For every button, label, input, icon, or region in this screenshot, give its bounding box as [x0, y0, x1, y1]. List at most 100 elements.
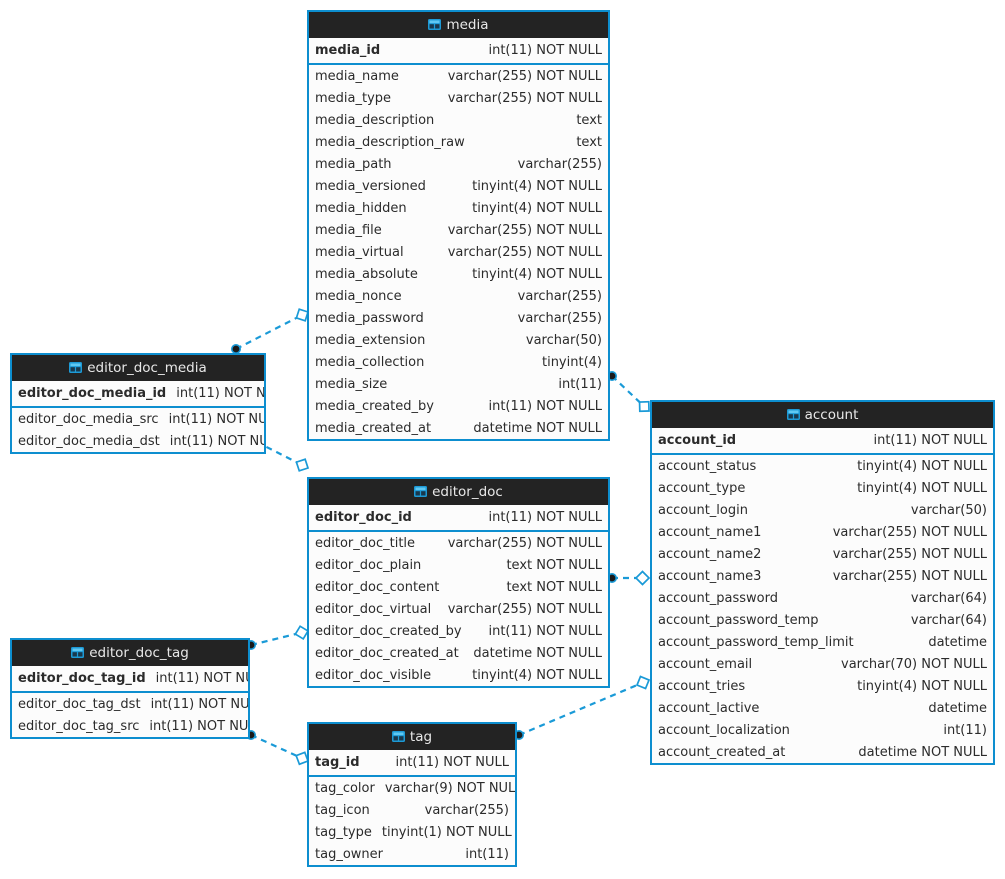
column-row[interactable]: tag_owner int(11) [309, 843, 515, 865]
table-name: editor_doc_tag [89, 645, 189, 661]
column-name: account_password [658, 590, 779, 606]
column-name: editor_doc_media_src [18, 411, 159, 427]
column-type: int(11) NOT NULL [149, 718, 249, 734]
table-icon [391, 731, 405, 742]
column-type: int(11) NOT NULL [176, 386, 266, 401]
table-name: account [804, 407, 859, 423]
column-name: account_login [658, 502, 748, 518]
column-type: varchar(255) NOT NULL [447, 222, 602, 238]
relationship-rel-media-account[interactable] [606, 370, 650, 413]
column-name: account_name2 [658, 546, 762, 562]
column-name: account_lactive [658, 700, 760, 716]
column-type: datetime NOT NULL [858, 744, 987, 760]
relationship-endpoint-diamond [634, 570, 651, 586]
relationship-rel-editor_doc-account[interactable] [606, 570, 651, 586]
table-header-account[interactable]: account [652, 402, 993, 428]
column-name: editor_doc_created_at [315, 645, 459, 661]
column-name: tag_id [315, 755, 360, 770]
relationship-rel-editor_doc_tag-tag[interactable] [246, 729, 310, 766]
column-type: varchar(255) NOT NULL [832, 568, 987, 584]
column-type: varchar(50) [910, 502, 987, 518]
column-name: editor_doc_virtual [315, 601, 432, 617]
table-icon [71, 647, 85, 658]
table-header-editor_doc[interactable]: editor_doc [309, 479, 608, 505]
relationship-rel-editor_doc_media-media[interactable] [231, 308, 310, 354]
relationship-rel-editor_doc_tag-editor_doc[interactable] [246, 625, 310, 650]
relationship-endpoint-dot [231, 343, 242, 354]
column-name: media_path [315, 156, 392, 172]
relationship-line [235, 311, 309, 350]
column-name: tag_owner [315, 846, 383, 862]
table-header-media[interactable]: media [309, 12, 608, 38]
table-header-editor_doc_tag[interactable]: editor_doc_tag [12, 640, 248, 666]
table-header-tag[interactable]: tag [309, 724, 515, 750]
column-type: int(11) [465, 846, 509, 862]
column-row[interactable]: account_login varchar(50) [652, 499, 993, 521]
table-header-editor_doc_media[interactable]: editor_doc_media [12, 355, 264, 381]
column-name: account_email [658, 656, 753, 672]
table-name: editor_doc [432, 484, 503, 500]
column-type: int(11) NOT NULL [488, 510, 602, 525]
column-type: varchar(255) NOT NULL [832, 524, 987, 540]
